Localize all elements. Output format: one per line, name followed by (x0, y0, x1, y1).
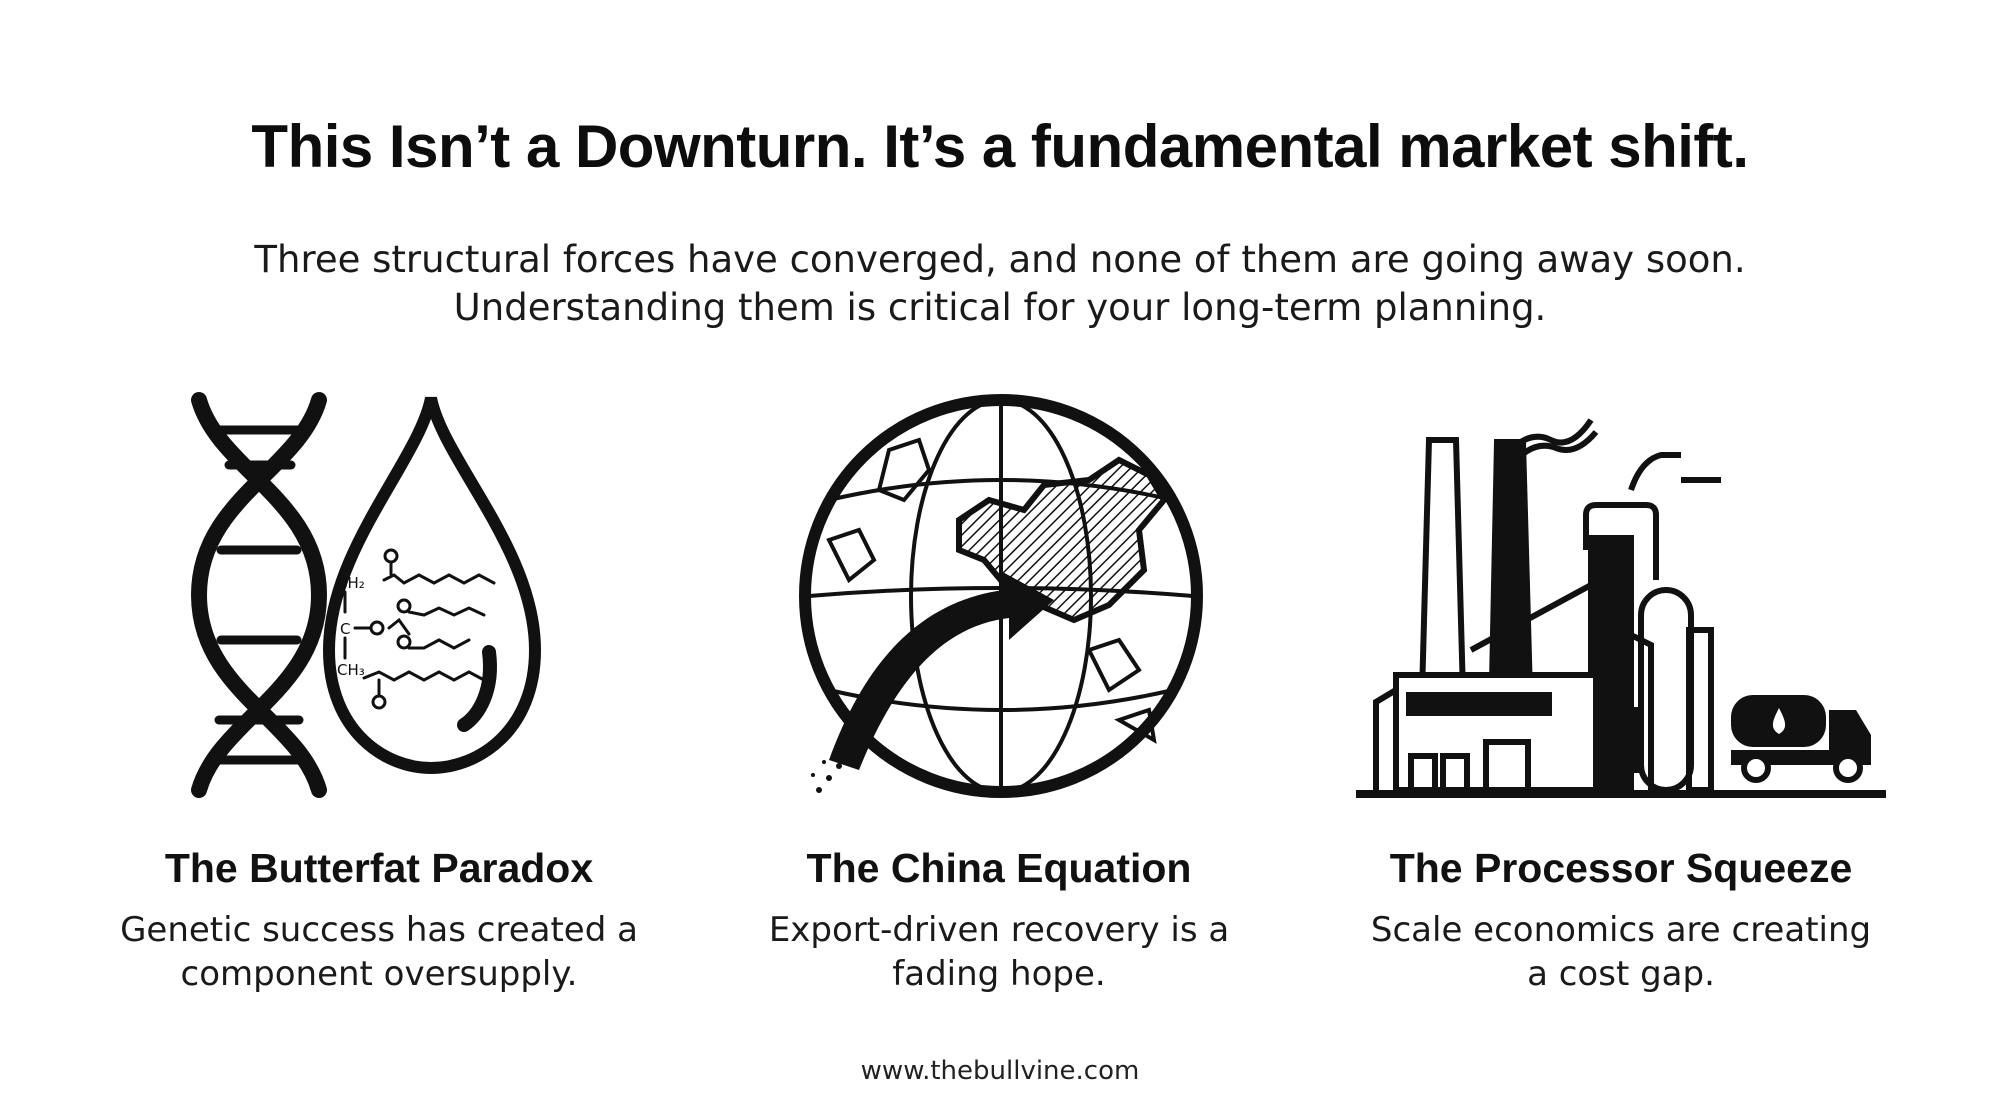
force-heading: The Processor Squeeze (1389, 845, 1853, 891)
description-line: a cost gap. (1527, 954, 1715, 994)
globe-china-arrow-icon (799, 394, 1203, 798)
molecule-label: CH₃ (337, 661, 365, 679)
force-heading: The China Equation (806, 845, 1192, 891)
molecule-label: C (340, 620, 350, 638)
factory-tanker-icon (1356, 418, 1886, 798)
description-line: Scale economics are creating (1370, 910, 1872, 950)
molecule-label: CH₂ (337, 574, 365, 592)
force-description: Export-driven recovery is a fading hope. (689, 908, 1309, 996)
subtitle-line: Three structural forces have converged, … (254, 238, 1746, 281)
description-line: component oversupply. (180, 954, 578, 994)
force-description: Genetic success has created a component … (69, 908, 689, 996)
page-subtitle: Three structural forces have converged, … (0, 236, 2000, 332)
force-china (689, 390, 1309, 802)
footer-url: www.thebullvine.com (860, 1056, 1140, 1086)
description-line: Export-driven recovery is a (768, 910, 1230, 950)
tanker-truck (1731, 695, 1871, 783)
force-butterfat: CH₂ C CH₃ (69, 390, 689, 802)
force-processor (1311, 390, 1931, 802)
force-heading: The Butterfat Paradox (164, 845, 594, 891)
description-line: fading hope. (892, 954, 1106, 994)
force-description: Scale economics are creating a cost gap. (1311, 908, 1931, 996)
subtitle-line: Understanding them is critical for your … (453, 286, 1547, 329)
dna-milk-drop-icon: CH₂ C CH₃ (190, 392, 542, 798)
page-title: This Isn’t a Downturn. It’s a fundamenta… (251, 113, 1749, 180)
description-line: Genetic success has created a (120, 910, 638, 950)
